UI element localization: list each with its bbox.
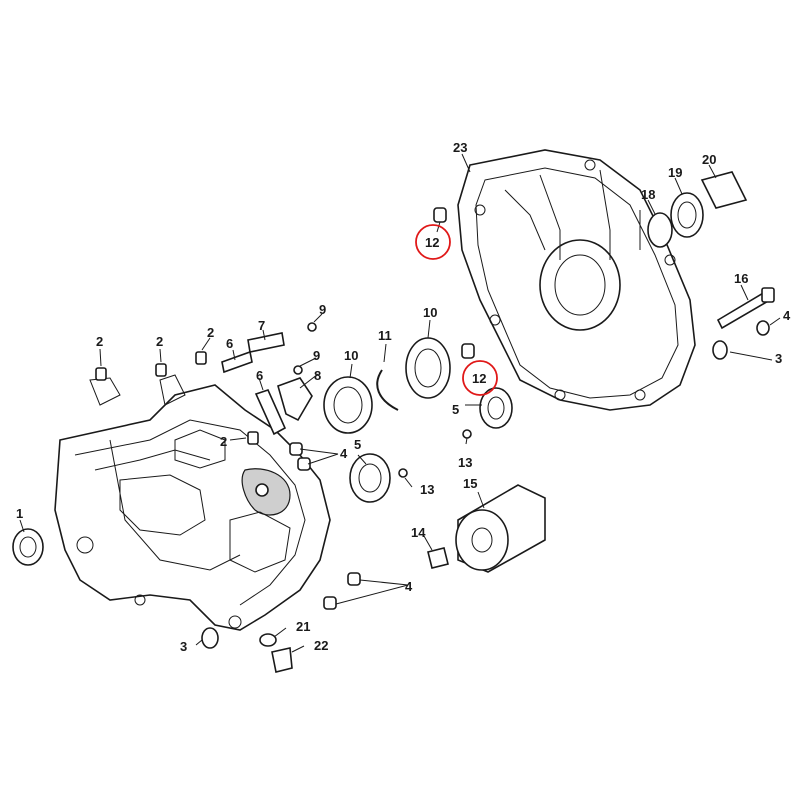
label-11: 11 [378,328,392,343]
seal-and-bushing [647,171,748,248]
label-2-b: 2 [156,334,163,349]
left-seal-and-plugs [12,528,293,673]
label-1: 1 [16,506,23,521]
label-15: 15 [463,476,477,491]
label-22: 22 [314,638,328,653]
label-9-b: 9 [313,348,320,363]
bolt-and-washers [201,287,775,649]
drain-plug [427,547,449,569]
label-8: 8 [314,368,321,383]
highlight-12-top [415,224,451,260]
label-4-c: 4 [783,308,791,323]
right-crankcase [457,149,696,411]
label-12-top: 12 [425,235,439,250]
label-5-a: 5 [354,437,361,452]
label-6-a: 6 [226,336,233,351]
label-5-b: 5 [452,402,459,417]
label-19: 19 [668,165,682,180]
leader-lines [19,153,781,653]
label-6-b: 6 [256,368,263,383]
label-10-a: 10 [344,348,358,363]
retaining-ring [376,369,399,411]
label-23: 23 [453,140,467,155]
label-21: 21 [296,619,310,634]
label-13-a: 13 [458,455,472,470]
label-3-b: 3 [775,351,782,366]
label-2-d: 2 [220,434,227,449]
dowel-pins [95,207,770,610]
label-4-a: 4 [405,579,413,594]
label-13-b: 13 [420,482,434,497]
left-crankcase [54,374,331,631]
label-2-a: 2 [96,334,103,349]
tappet-parts [221,322,317,436]
label-3-a: 3 [180,639,187,654]
label-10-b: 10 [423,305,437,320]
bearings [323,337,513,503]
highlight-12-mid [462,360,498,396]
label-20: 20 [702,152,716,167]
oil-filter [455,484,546,573]
label-16: 16 [734,271,748,286]
label-2-c: 2 [207,325,214,340]
label-14: 14 [411,525,426,540]
part-labels: 1 2 2 2 2 3 3 4 4 4 5 5 6 6 7 8 9 9 10 1… [16,140,791,654]
label-18: 18 [641,187,655,202]
label-9-a: 9 [319,302,326,317]
label-7: 7 [258,318,265,333]
label-12-mid: 12 [472,371,486,386]
label-4-b: 4 [340,446,348,461]
